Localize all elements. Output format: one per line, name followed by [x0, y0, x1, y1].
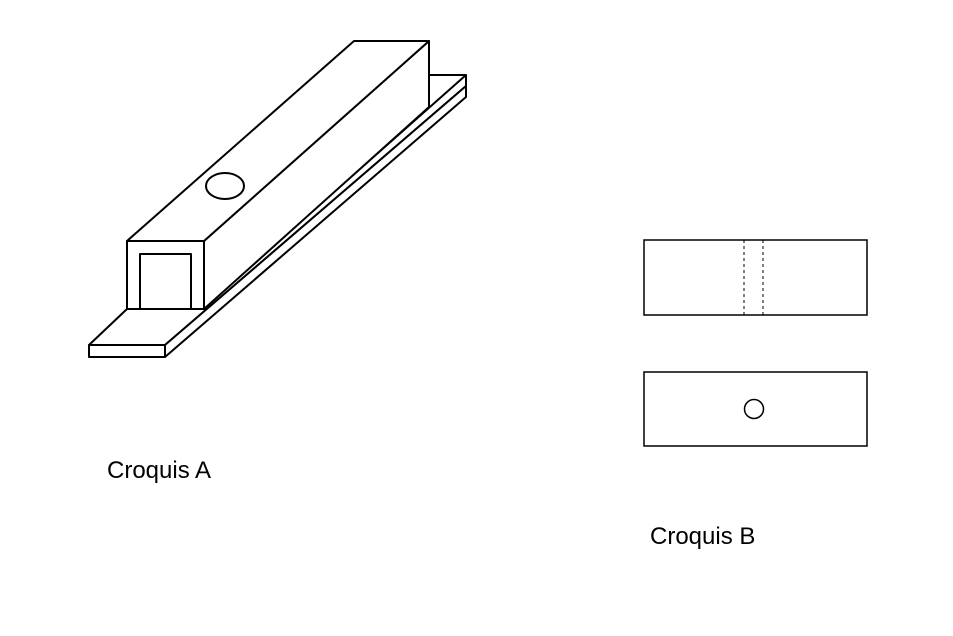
hole-ellipse-top	[205, 172, 245, 200]
hole-circle-top-view	[743, 398, 765, 420]
sketch-b-orthographic-views	[643, 239, 868, 447]
sketch-a-isometric-part	[88, 40, 467, 358]
sketch-a-caption: Croquis A	[107, 457, 212, 484]
sketch-b-caption: Croquis B	[650, 523, 756, 550]
base-plate-front-face	[88, 344, 166, 358]
base-plate-side-face	[164, 85, 467, 358]
channel-front-end-face	[126, 240, 205, 310]
front-view-rectangle	[643, 239, 868, 316]
